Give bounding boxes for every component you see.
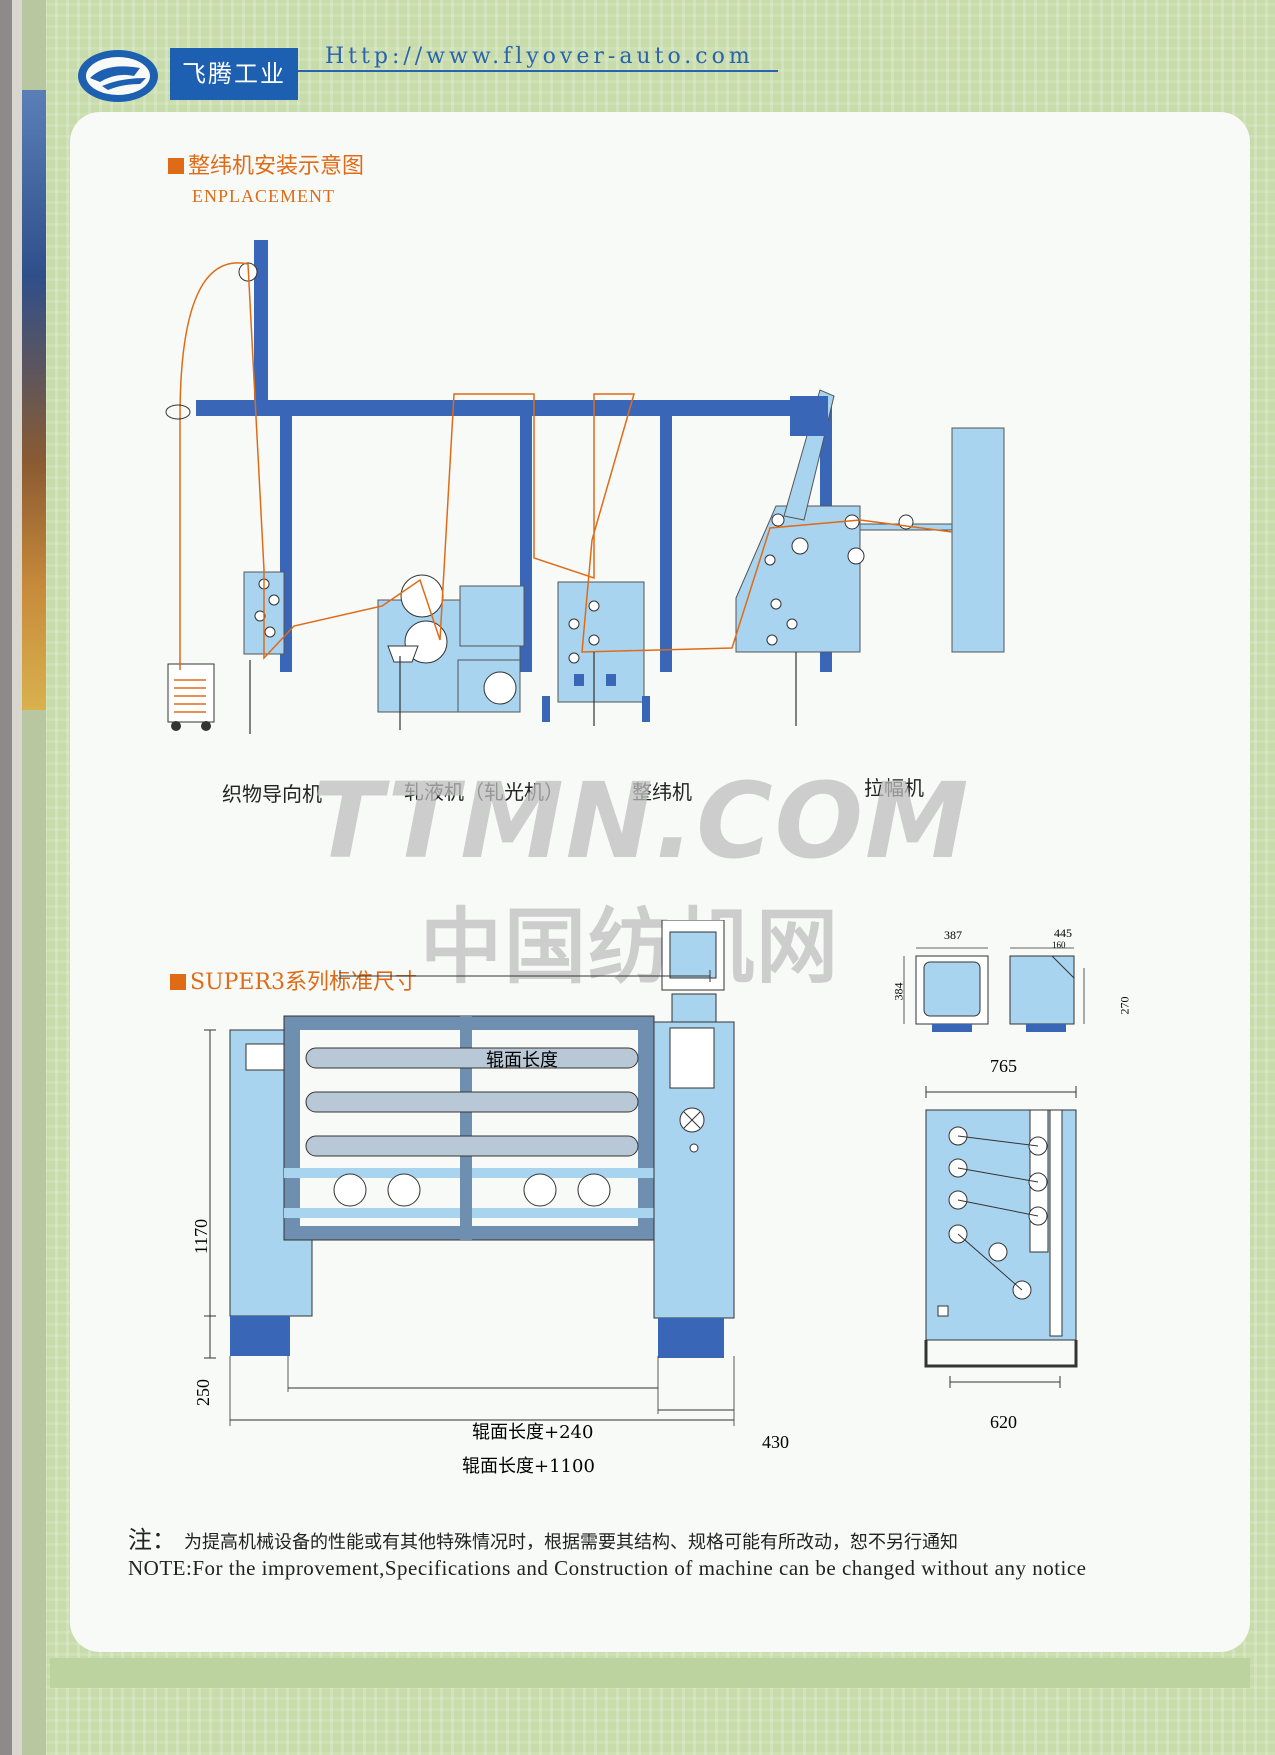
machine-label-weft-straightener: 整纬机 [632,780,692,804]
dimension-drawing [204,920,1085,1426]
watermark-chinese: 中国纺机网 [420,900,841,995]
machine-label-fabric-guide: 织物导向机 [222,782,322,806]
installation-diagram [165,240,1005,734]
dim-270: 270 [1117,996,1132,1015]
orange-square-bullet [168,158,184,174]
dim-430: 430 [762,1432,789,1452]
section-installation-title: 整纬机安装示意图 [168,148,364,180]
company-logo-icon [78,50,158,102]
bottom-band [50,1658,1250,1688]
dim-384: 384 [891,982,906,1001]
dim-765: 765 [990,1056,1017,1076]
dim-1170: 1170 [191,1218,212,1255]
dim-250: 250 [193,1379,213,1406]
dim-620: 620 [990,1412,1017,1432]
section-installation-subtitle: ENPLACEMENT [192,186,335,206]
header-divider [298,70,778,72]
dim-roll-face-plus-240: 辊面长度+240 [472,1422,594,1443]
machine-label-stenter: 拉幅机 [864,776,924,800]
dim-387: 387 [944,928,962,942]
dim-160: 160 [1052,940,1066,950]
section-dimensions-title: SUPER3系列标准尺寸 [170,964,417,996]
dim-roll-face: 辊面长度 [486,1050,558,1071]
note-chinese: 注：为提高机械设备的性能或有其他特殊情况时，根据需要其结构、规格可能有所改动，恕… [128,1526,958,1554]
dim-445: 445 [1054,926,1072,940]
dim-roll-face-plus-1100: 辊面长度+1100 [462,1456,595,1477]
machine-label-padder: 轧液机（轧光机） [404,780,564,804]
adjacent-page-photo [22,90,46,710]
watermark-url: TTMN.COM [312,760,971,882]
note-english: NOTE:For the improvement,Specifications … [128,1556,1087,1580]
company-name: 飞腾工业 [170,48,298,100]
orange-square-bullet [170,974,186,990]
website-url[interactable]: Http://www.flyover-auto.com [325,44,754,69]
note-label: 注： [128,1526,176,1554]
